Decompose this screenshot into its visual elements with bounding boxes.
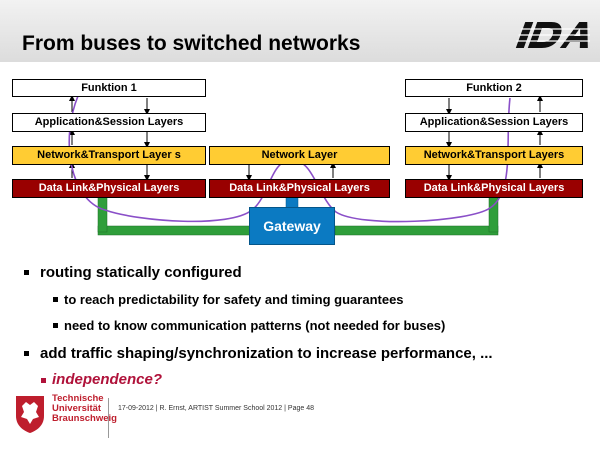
footer-text: 17-09-2012 | R. Ernst, ARTIST Summer Sch… bbox=[118, 405, 314, 412]
funktion-1-box: Funktion 1 bbox=[12, 79, 206, 97]
right-app-layers-box: Application&Session Layers bbox=[405, 113, 583, 132]
gateway-box: Gateway bbox=[249, 207, 335, 245]
university-line-2: Universität bbox=[52, 403, 102, 414]
bullet-marker bbox=[24, 351, 29, 356]
slide-title: From buses to switched networks bbox=[22, 32, 361, 55]
bus bbox=[97, 196, 499, 236]
bullet-marker bbox=[24, 270, 29, 275]
bullet-marker bbox=[41, 378, 46, 383]
bullet-independence: independence? bbox=[52, 371, 163, 388]
ida-logo bbox=[515, 22, 590, 48]
header-band bbox=[0, 0, 600, 62]
bullet-routing: routing statically configured bbox=[40, 264, 242, 281]
footer-divider bbox=[108, 398, 109, 438]
university-line-3: Braunschweig bbox=[52, 413, 117, 424]
left-network-layer-box: Network&Transport Layer s bbox=[12, 146, 206, 165]
funktion-2-box: Funktion 2 bbox=[405, 79, 583, 97]
middle-network-layer-box: Network Layer bbox=[209, 146, 390, 165]
university-line-1: Technische bbox=[52, 393, 104, 404]
left-app-layers-box: Application&Session Layers bbox=[12, 113, 206, 132]
bullet-marker bbox=[53, 323, 58, 328]
bullet-communication-patterns: need to know communication patterns (not… bbox=[64, 318, 446, 333]
right-network-layer-box: Network&Transport Layers bbox=[405, 146, 583, 165]
layer-arrows bbox=[69, 95, 543, 181]
bullet-traffic-shaping: add traffic shaping/synchronization to i… bbox=[40, 345, 493, 362]
tu-braunschweig-seal-icon bbox=[16, 396, 44, 433]
right-data-link-box: Data Link&Physical Layers bbox=[405, 179, 583, 198]
bullet-predictability: to reach predictability for safety and t… bbox=[64, 292, 404, 307]
bullet-marker bbox=[53, 297, 58, 302]
left-data-link-box: Data Link&Physical Layers bbox=[12, 179, 206, 198]
middle-data-link-box: Data Link&Physical Layers bbox=[209, 179, 390, 198]
university-name: Technische Universität Braunschweig bbox=[52, 394, 117, 424]
